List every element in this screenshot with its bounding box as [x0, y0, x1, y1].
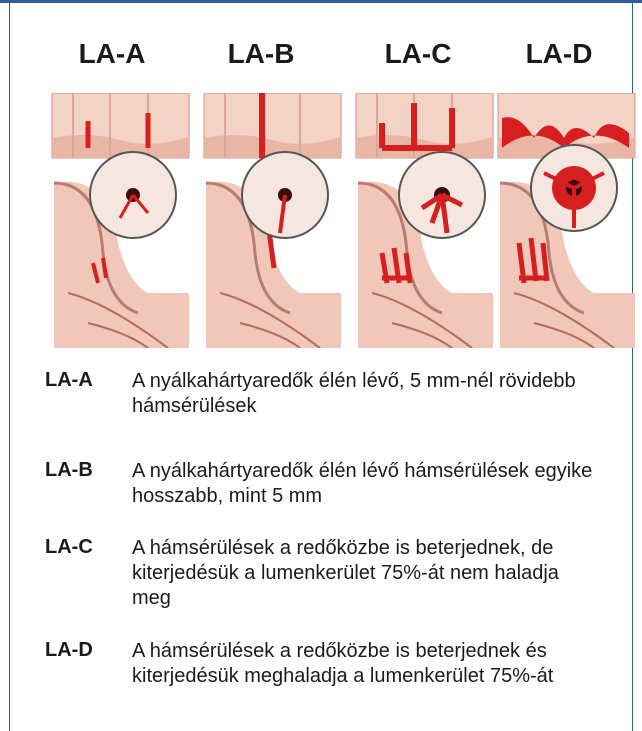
illustration-la-a	[48, 93, 193, 348]
definition-text: A nyálkahártyaredők élén lévő hámsérülés…	[132, 459, 602, 509]
grade-header-la-a: LA-A	[52, 38, 172, 70]
illustration-la-d	[494, 93, 639, 348]
definition-label: LA-A	[45, 369, 93, 392]
grade-header-la-d: LA-D	[499, 38, 619, 70]
definition-label: LA-D	[45, 639, 93, 662]
illustration-la-b	[200, 93, 345, 348]
grade-header-la-b: LA-B	[201, 38, 321, 70]
definition-label: LA-B	[45, 459, 93, 482]
illustration-la-c	[352, 93, 497, 348]
grade-header-la-c: LA-C	[358, 38, 478, 70]
definition-text: A hámsérülések a redőközbe is beterjedne…	[132, 639, 602, 689]
definition-label: LA-C	[45, 536, 93, 559]
grade-headers: LA-A LA-B LA-C LA-D	[0, 38, 642, 78]
definition-text: A hámsérülések a redőközbe is beterjedne…	[132, 536, 602, 611]
definition-text: A nyálkahártyaredők élén lévő, 5 mm-nél …	[132, 369, 602, 419]
